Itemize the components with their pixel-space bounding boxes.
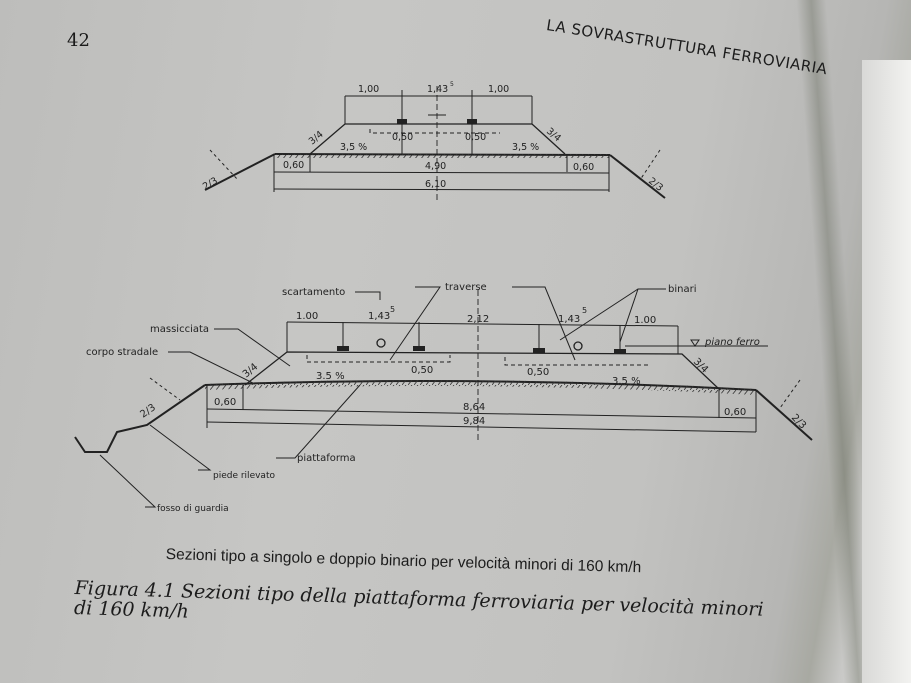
dim-sleeper-left: 0,50 (392, 132, 413, 143)
dim-sleeper-right: 0,50 (465, 132, 486, 143)
double-track-labels: scartamento traverse binari massicciata … (86, 282, 808, 514)
crossfall-left: 3,5 % (340, 142, 367, 153)
slope-ballast-right: 3/4 (691, 356, 710, 375)
dim-total-width: 9,84 (463, 416, 485, 427)
double-track-section (74, 286, 813, 508)
caption-text-line2: di 160 km/h (73, 596, 190, 623)
svg-text:5: 5 (390, 305, 395, 314)
dim-shoulder-left: 1.00 (296, 311, 318, 322)
label-corpo-stradale: corpo stradale (86, 347, 158, 358)
dim-shoulder-right: 1,00 (488, 84, 509, 95)
slope-ballast-left: 3/4 (241, 362, 260, 381)
slope-ballast-left: 3/4 (307, 129, 326, 147)
dim-shoulder-right: 1.00 (634, 315, 656, 326)
crossfall-left: 3.5 % (316, 371, 345, 382)
label-piede-rilevato: piede rilevato (213, 471, 275, 481)
facing-page-edge (862, 60, 911, 683)
dim-total-width: 6,10 (425, 179, 446, 190)
label-piano-ferro: piano ferro (704, 337, 760, 348)
slope-embankment-left: 2/3 (201, 175, 220, 192)
dim-gauge-right: 1,43 (558, 314, 580, 325)
label-scartamento: scartamento (282, 287, 345, 298)
crossfall-right: 3.5 % (612, 376, 641, 387)
label-traverse: traverse (445, 282, 487, 293)
slope-embankment-left: 2/3 (138, 402, 157, 420)
dim-verge-left: 0,60 (283, 160, 304, 171)
dim-shoulder-left: 1,00 (358, 84, 379, 95)
dim-verge-left: 0,60 (214, 397, 236, 408)
dim-sleeper-left: 0,50 (411, 365, 433, 376)
dim-gauge-left: 1,43 (368, 311, 390, 322)
slope-embankment-right: 2/3 (646, 176, 665, 194)
dim-sleeper-right: 0,50 (527, 367, 549, 378)
single-track-section (204, 86, 666, 200)
single-track-labels: 1,00 1,43 5 1,00 0,50 0,50 3,5 % 3,5 % 0… (201, 81, 665, 194)
dim-gauge: 1,43 (427, 84, 448, 95)
label-massicciata: massicciata (150, 324, 209, 335)
slope-embankment-right: 2/3 (789, 412, 808, 431)
dim-inner-width: 8,64 (463, 402, 485, 413)
label-piattaforma: piattaforma (297, 453, 356, 464)
label-fosso-di-guardia: fosso di guardia (157, 504, 229, 514)
svg-text:5: 5 (582, 306, 587, 315)
page-number: 42 (67, 30, 90, 51)
slope-ballast-right: 3/4 (544, 126, 563, 144)
dim-verge-right: 0,60 (573, 162, 594, 173)
dim-verge-right: 0,60 (724, 407, 746, 418)
dim-inner-width: 4,90 (425, 161, 446, 172)
dim-track-spacing: 2,12 (467, 314, 489, 325)
label-binari: binari (668, 284, 696, 295)
crossfall-right: 3,5 % (512, 142, 539, 153)
svg-text:5: 5 (450, 81, 454, 88)
